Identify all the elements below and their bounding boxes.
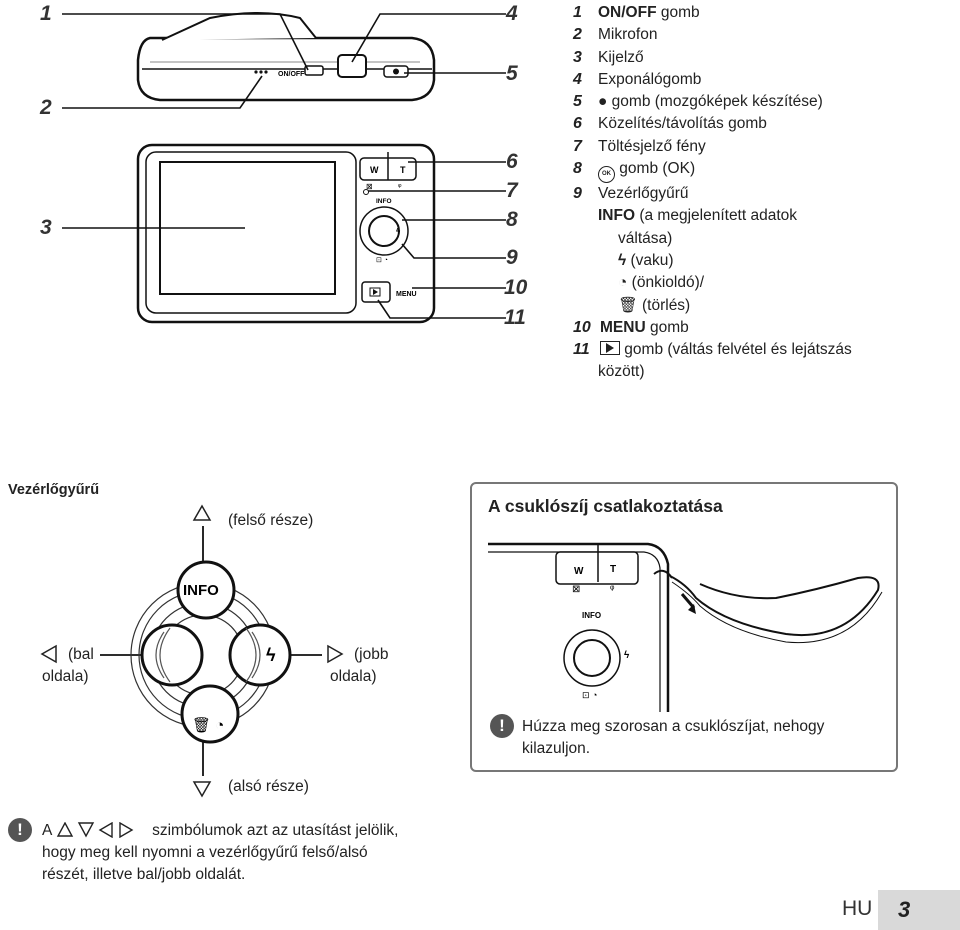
down-arrow-icon [192, 781, 212, 798]
svg-text:ᵠ: ᵠ [610, 584, 615, 595]
ring-right-label-1: (jobb [354, 646, 389, 663]
callout-7: 7 [506, 179, 518, 202]
symbol-note-line-1: A szimbólumok azt az utasítást jelölik, [42, 821, 398, 843]
svg-text:ϟ: ϟ [624, 650, 630, 661]
page-tab: 3 [878, 890, 960, 930]
strap-note-2: kilazuljon. [522, 740, 591, 757]
caution-icon: ! [490, 714, 514, 738]
ring-trash: 🗑 (törlés) [618, 296, 691, 314]
strap-illustration: W T ⊠ ᵠ INFO ϟ ⊡ ◔ [488, 542, 883, 712]
onoff-button [304, 65, 324, 76]
ring-top-label: (felső része) [228, 512, 314, 529]
callout-5: 5 [506, 62, 518, 85]
callout-11: 11 [504, 306, 526, 329]
symbol-note-line-3: részét, illetve bal/jobb oldalát. [42, 866, 246, 883]
ring-bottom-label: (alsó része) [228, 778, 309, 795]
language-code: HU [842, 897, 873, 920]
svg-text:MENU: MENU [396, 291, 417, 298]
strap-note-1: Húzza meg szorosan a csuklószíjat, nehog… [522, 718, 825, 735]
lens-housing [161, 12, 317, 41]
ring-left-highlight [140, 623, 204, 687]
self-timer-icon: ◔ [618, 274, 628, 292]
symbol-note-line-2: hogy meg kell nyomni a vezérlőgyűrű fels… [42, 844, 368, 861]
callout-1: 1 [40, 2, 52, 25]
callout-3: 3 [40, 216, 52, 239]
svg-text:⊠: ⊠ [366, 182, 373, 191]
ring-section-title: Vezérlőgyűrű [8, 482, 100, 498]
callout-8: 8 [506, 208, 518, 231]
svg-text:⊡ ◔: ⊡ ◔ [582, 690, 597, 700]
playback-icon [600, 341, 620, 356]
control-ring-diagram: INFO ϟ 🗑 ◔ [40, 504, 344, 798]
ok-icon: OK [598, 166, 615, 184]
callout-4: 4 [506, 2, 518, 25]
ring-right-label-2: oldala) [330, 668, 377, 685]
callout-10: 10 [504, 276, 528, 299]
ring-left-label-2: oldala) [42, 668, 89, 685]
svg-text:W: W [370, 165, 379, 175]
right-arrow-icon [327, 644, 344, 664]
ring-info-label: INFO [183, 582, 219, 599]
callout-9: 9 [506, 246, 518, 269]
trash-icon: 🗑 [618, 296, 638, 314]
strap-box: A csuklószíj csatlakoztatása W T ⊠ ᵠ INF… [470, 482, 898, 772]
svg-text:⊡ ◔: ⊡ ◔ [376, 257, 388, 264]
flash-icon: ϟ [618, 251, 627, 269]
ring-timer: ◔ (önkioldó)/ [618, 274, 705, 292]
shutter-button [337, 54, 367, 78]
svg-text:INFO: INFO [582, 611, 601, 620]
ring-info: INFO (a megjelenített adatok [598, 207, 798, 225]
svg-text:ᵠ: ᵠ [398, 182, 402, 191]
page-number: 3 [898, 897, 911, 922]
onoff-print: ON/OFF [278, 71, 305, 78]
svg-text:INFO: INFO [376, 198, 392, 205]
flash-icon: ϟ [266, 645, 276, 665]
svg-text:T: T [400, 165, 406, 175]
svg-text:ϟ: ϟ [396, 227, 401, 236]
ring-info-cont: váltása) [618, 229, 673, 247]
movie-dot-icon: ● [598, 93, 608, 111]
part-5: 5● gomb (mozgóképek készítése) [573, 93, 823, 111]
svg-text:T: T [610, 564, 616, 575]
monitor [159, 161, 336, 295]
strap-box-title: A csuklószíj csatlakoztatása [488, 496, 723, 516]
callout-2: 2 [40, 96, 52, 119]
arrow-symbols-icon [56, 821, 148, 843]
trash-timer-icon: 🗑 ◔ [192, 717, 224, 734]
left-arrow-icon [40, 644, 57, 664]
camera-diagram: ON/OFF W T ⊠ ᵠ INFO ϟ ⊡ ◔ MENU [62, 12, 506, 324]
ring-flash: ϟ (vaku) [618, 251, 674, 269]
ring-top-highlight [176, 560, 236, 620]
svg-text:⊠: ⊠ [572, 584, 580, 595]
ring-bottom-highlight [180, 684, 240, 744]
part-11: 11 gomb (váltás felvétel és lejátszás [573, 341, 852, 359]
ok-button [368, 215, 400, 247]
svg-text:W: W [574, 566, 584, 577]
callout-6: 6 [506, 150, 518, 173]
caution-icon: ! [8, 818, 32, 842]
ring-left-label-1: (bal [68, 646, 94, 663]
up-arrow-icon [192, 504, 212, 521]
